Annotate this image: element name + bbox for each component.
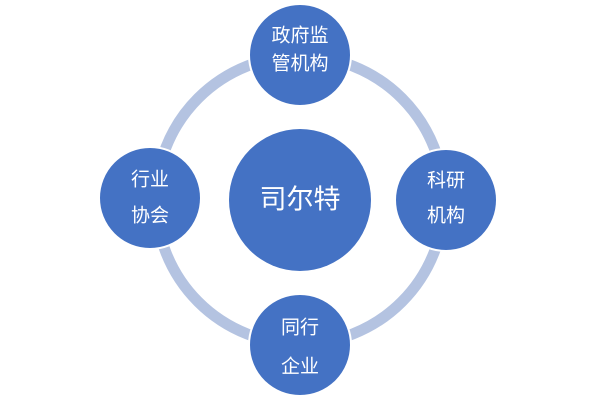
node-top: 政府监 管机构 (248, 3, 352, 107)
node-bottom-label-line2: 企业 (281, 356, 319, 378)
center-node-label: 司尔特 (260, 185, 341, 216)
center-node: 司尔特 (229, 129, 371, 271)
node-left: 行业 协会 (98, 146, 202, 250)
node-right-circle (394, 148, 498, 252)
node-top-label-line1: 政府监 (271, 25, 328, 47)
node-left-label-line1: 行业 (131, 169, 169, 191)
node-top-label-line2: 管机构 (271, 53, 328, 75)
node-right-label-line1: 科研 (427, 170, 465, 192)
center-node-circle (229, 129, 371, 271)
node-bottom: 同行 企业 (248, 293, 352, 397)
node-right: 科研 机构 (394, 148, 498, 252)
node-bottom-circle (248, 293, 352, 397)
node-top-circle (248, 3, 352, 107)
node-left-circle (98, 146, 202, 250)
node-left-label-line2: 协会 (131, 205, 169, 227)
node-right-label-line2: 机构 (427, 205, 465, 227)
node-bottom-label-line1: 同行 (281, 317, 319, 339)
